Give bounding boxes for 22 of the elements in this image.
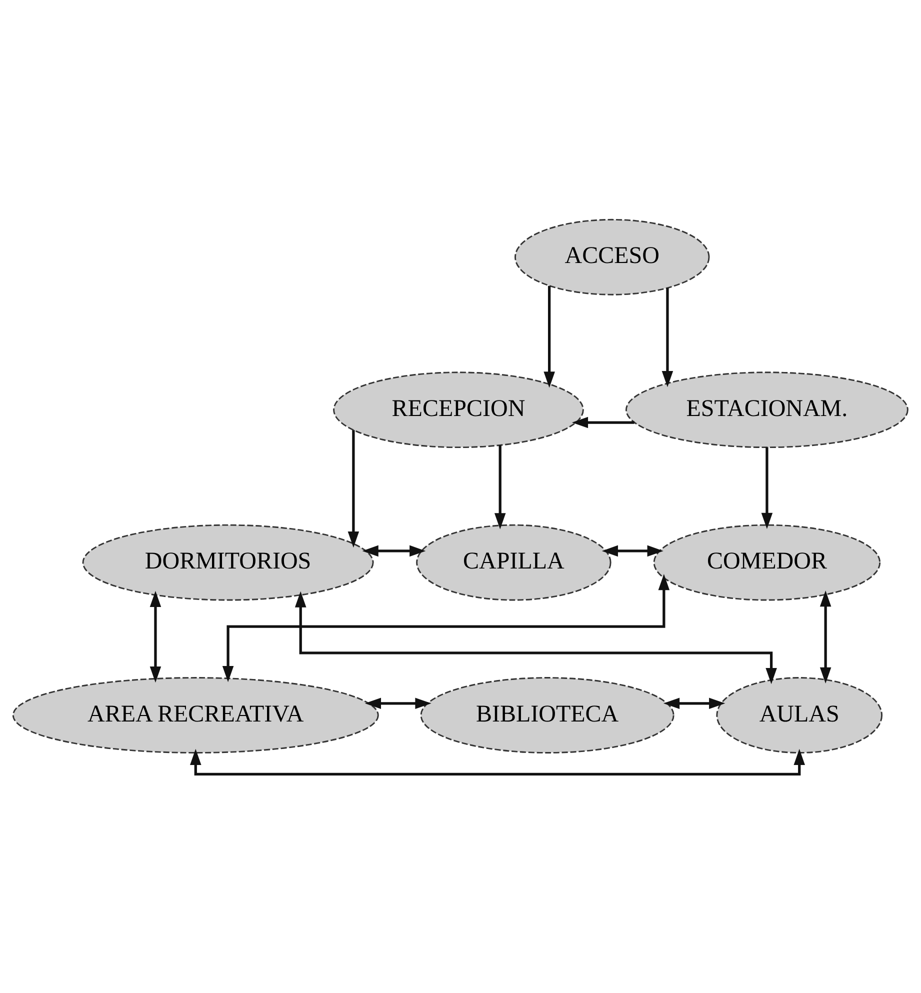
node-ellipse: AREA RECREATIVA bbox=[12, 676, 379, 753]
arrow bbox=[190, 748, 805, 776]
arrow bbox=[494, 444, 506, 529]
arrow bbox=[348, 430, 360, 548]
arrow bbox=[364, 697, 432, 709]
arrow bbox=[662, 288, 674, 387]
arrow bbox=[761, 446, 773, 529]
node-ellipse: CAPILLA bbox=[416, 524, 612, 600]
arrow bbox=[222, 574, 670, 682]
node-ellipse: DORMITORIOS bbox=[82, 524, 374, 600]
arrow bbox=[150, 590, 162, 682]
node-ellipse: ACCESO bbox=[514, 218, 710, 295]
node-ellipse: BIBLIOTECA bbox=[420, 676, 674, 753]
arrow bbox=[362, 544, 426, 556]
node-ellipse: COMEDOR bbox=[653, 524, 881, 600]
arrow bbox=[544, 285, 555, 388]
node-ellipse: AULAS bbox=[716, 676, 883, 753]
arrow bbox=[602, 544, 664, 556]
arrow bbox=[572, 416, 634, 428]
arrow bbox=[820, 590, 832, 684]
arrow bbox=[663, 697, 726, 709]
arrow bbox=[294, 590, 777, 684]
